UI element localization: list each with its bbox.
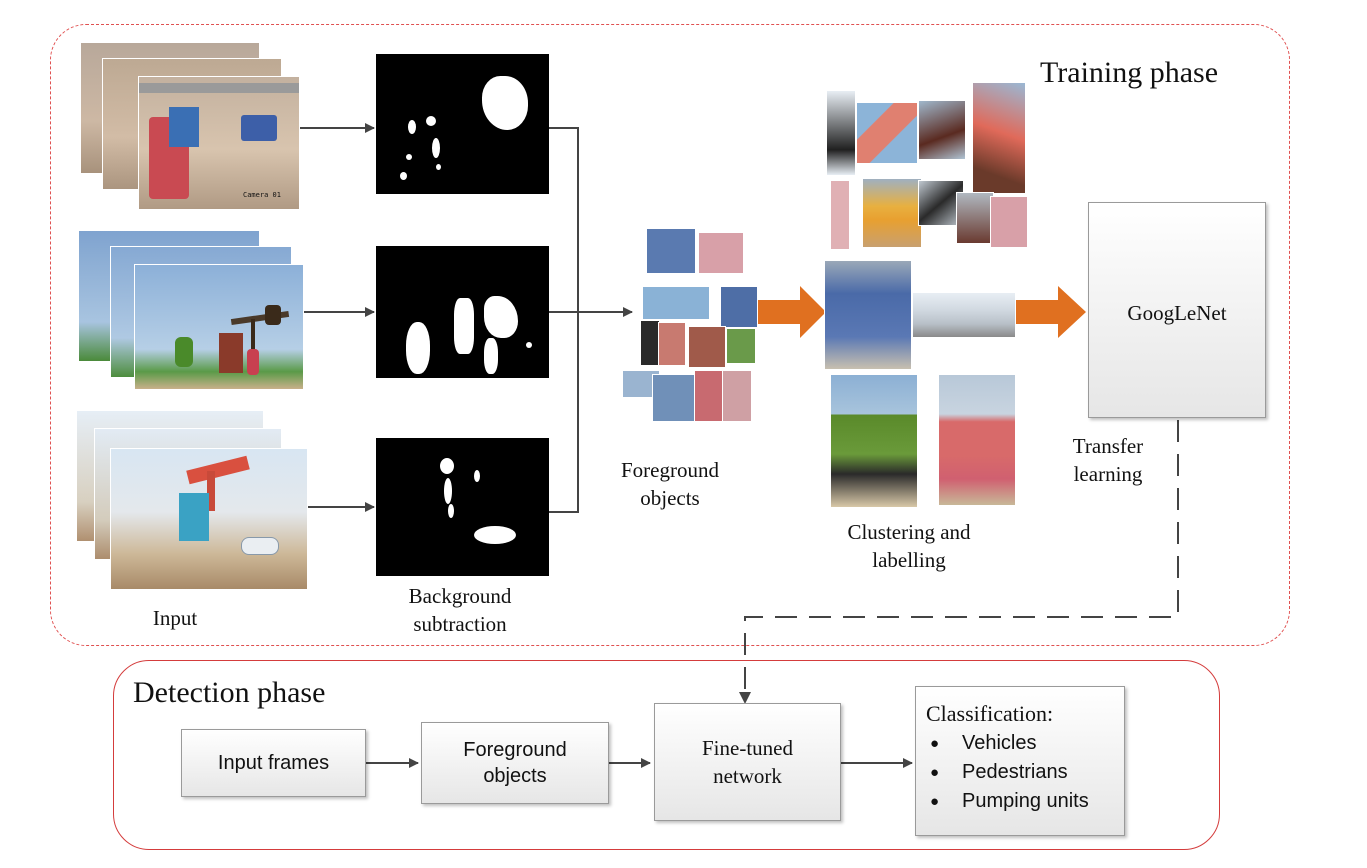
foreground-caption: Foreground objects: [621, 458, 719, 510]
foreground-objects-box: Foreground objects: [421, 722, 609, 804]
detection-phase-region: [113, 660, 1220, 850]
googlenet-label: GoogLeNet: [1127, 301, 1227, 325]
googlenet-box: GoogLeNet: [1088, 202, 1266, 418]
cluster-vehicles: [824, 260, 1016, 370]
class-item-pedestrians: Pedestrians: [916, 758, 1124, 787]
camera-label: Camera 01: [243, 191, 281, 199]
training-phase-title: Training phase: [1040, 56, 1219, 89]
cluster-pedestrians: [830, 374, 1016, 508]
orange-arrow-foreground-to-clusters: [758, 286, 826, 338]
orange-arrow-clusters-to-googlenet: [1016, 286, 1086, 338]
mask-2: [376, 246, 549, 378]
mask-1: [376, 54, 549, 194]
transfer-learning-caption: Transfer learning: [1072, 434, 1144, 486]
classification-heading: Classification:: [926, 701, 1054, 726]
mask-3: [376, 438, 549, 576]
bg-subtraction-caption: Background subtraction: [408, 584, 512, 636]
input-stack-3: [76, 410, 310, 592]
classification-list: Vehicles Pedestrians Pumping units: [916, 729, 1124, 816]
training-phase-region: [50, 24, 1290, 646]
input-stack-2: [78, 230, 304, 392]
finetuned-network-box: Fine-tuned network: [654, 703, 841, 821]
class-item-vehicles: Vehicles: [916, 729, 1124, 758]
foreground-collage: [622, 226, 758, 422]
class-item-pumping-units: Pumping units: [916, 787, 1124, 816]
transfer-arrowhead: [739, 692, 751, 704]
cluster-pumping-units: [826, 82, 1036, 250]
input-frames-label: Input frames: [217, 752, 330, 774]
input-caption: Input: [152, 606, 198, 630]
classification-box: Classification: Vehicles Pedestrians Pum…: [915, 686, 1125, 836]
transfer-learning-dashed-line: [744, 420, 1179, 694]
input-frames-box: Input frames: [181, 729, 366, 797]
clustering-caption: Clustering and labelling: [847, 520, 971, 572]
input-stack-1: Camera 01: [80, 42, 300, 210]
merge-line: [549, 127, 579, 513]
detection-phase-title: Detection phase: [133, 676, 326, 709]
